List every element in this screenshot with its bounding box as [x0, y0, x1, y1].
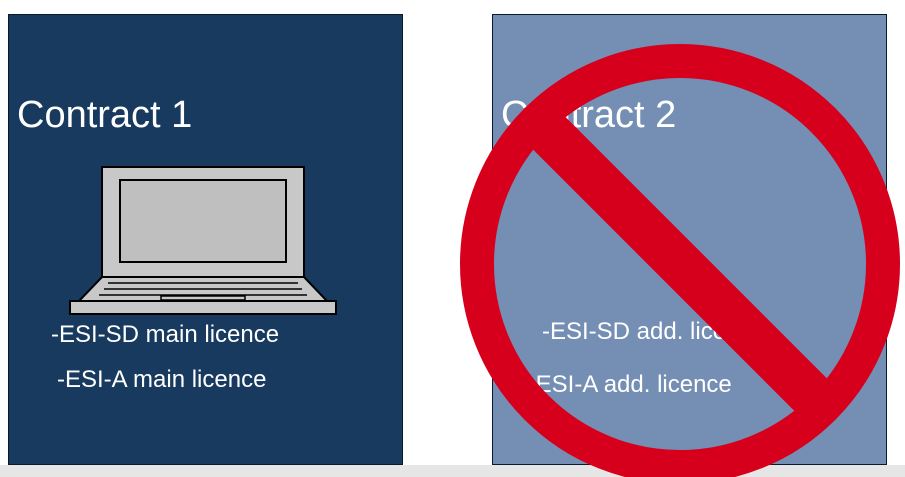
- contract-2-licence-2: - ESI-A add. licence: [521, 371, 732, 398]
- prohibited-ring: [460, 44, 900, 477]
- prohibited-slash: [519, 103, 841, 425]
- prohibited-sign-icon: [460, 44, 900, 477]
- contract-1-panel: Contract 1 -ESI-SD main licence -ESI-A m…: [8, 14, 403, 465]
- laptop-icon: [69, 166, 337, 315]
- contract-1-licence-1: -ESI-SD main licence: [51, 321, 280, 348]
- contract-1-licence-2: -ESI-A main licence: [57, 366, 267, 393]
- contract-1-title: Contract 1: [17, 94, 193, 136]
